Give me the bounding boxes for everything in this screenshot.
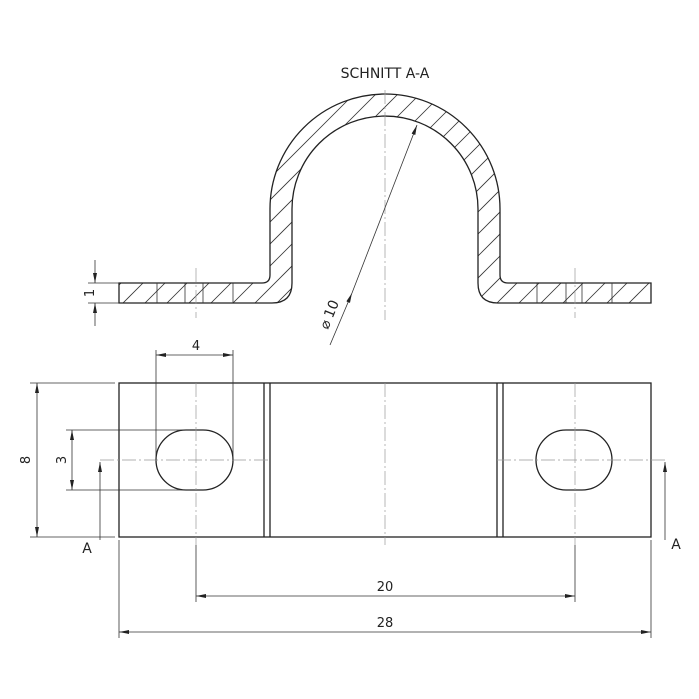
right-slot [535,429,613,491]
section-view: 1 ⌀ 10 [0,80,699,346]
thickness-dimension: 1 [83,289,98,297]
hatch-line [479,94,651,303]
hatch-line [325,94,567,303]
hatch-line [119,94,127,303]
hatch-line [0,80,104,320]
diameter-dimension: 10 [321,298,343,321]
section-marker-right: A [671,537,681,553]
hatching [0,80,699,320]
hatch-line [127,94,369,303]
hatch-line [391,94,633,303]
hatch-line [0,80,38,320]
hatch-line [119,94,347,303]
hatch-line [523,94,651,303]
hatch-line [119,94,303,303]
hatch-line [501,94,651,303]
hatch-line [303,94,545,303]
hatch-line [545,94,651,303]
left-slot [155,429,234,491]
hatch-line [369,94,611,303]
slot-width-dimension: 4 [192,339,200,354]
overall-length-dimension: 28 [377,616,394,631]
hatch-line [656,80,699,320]
hatch-line [567,94,651,303]
hatch-line [589,94,651,303]
hatch-line [237,94,479,303]
hatch-line [678,80,699,320]
hatch-line [193,94,435,303]
slot-height-dimension: 3 [55,456,70,464]
hatch-line [633,94,651,303]
hatch-line [0,80,60,320]
hatch-line [215,94,457,303]
section-marker-left: A [82,541,92,557]
height-dimension: 8 [19,456,34,464]
section-title: SCHNITT A-A [341,66,430,82]
hatch-line [119,94,149,303]
section-outline [118,93,652,304]
hatch-line [119,94,171,303]
hatch-line [0,80,16,320]
hatch-line [119,94,215,303]
hatch-line [413,94,651,303]
plan-view: 4 3 8 A A 20 28 [19,339,681,638]
hatch-line [611,94,651,303]
hole-spacing-dimension: 20 [377,580,394,595]
hatch-line [435,94,651,303]
hatch-line [0,80,82,320]
hatch-line [119,94,325,303]
hatch-line [119,94,259,303]
hatch-line [119,94,281,303]
hatch-line [457,94,651,303]
hatch-line [119,94,193,303]
hatch-line [119,94,237,303]
